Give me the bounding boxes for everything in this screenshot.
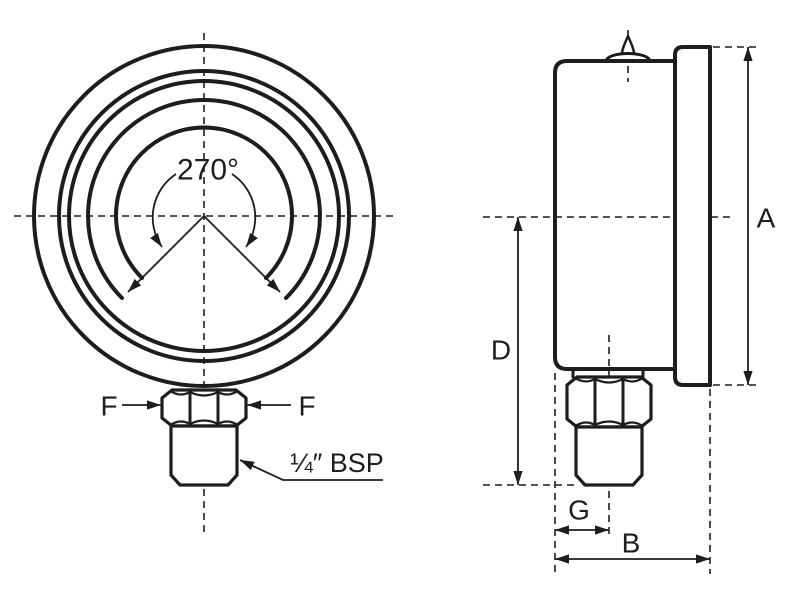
side-thread-stem	[574, 425, 644, 487]
window-ring-circle	[67, 79, 341, 353]
case-rim-circle	[32, 44, 376, 388]
front-view: 270° F F ¼″ BSP	[14, 33, 393, 537]
dim-d-label: D	[491, 335, 511, 366]
flat-label-right: F	[298, 391, 315, 422]
thread-size-label: ¼″ BSP	[290, 448, 384, 478]
bezel-ring-circle	[57, 69, 351, 363]
thread-leader-line	[239, 459, 383, 481]
dial-inner-arc	[114, 125, 294, 280]
side-hex-bottom-chamfer-arcs	[575, 420, 643, 427]
front-hex-top-chamfer-arcs	[170, 390, 238, 397]
dial-outer-arc	[86, 98, 322, 300]
sweep-angle-label: 270°	[177, 154, 239, 187]
sweep-limit-arrow-left	[127, 215, 205, 293]
dim-g-label: G	[568, 495, 590, 526]
side-hex-top-chamfer-arcs	[575, 377, 643, 384]
bezel-flange	[673, 45, 712, 387]
front-thread-stem	[169, 424, 239, 487]
front-hex-nut	[160, 388, 248, 428]
dim-b-label: B	[622, 528, 641, 559]
case-body	[553, 59, 677, 371]
flat-label-left: F	[100, 391, 117, 422]
dim-a-label: A	[757, 203, 776, 234]
front-hex-bottom-chamfer-arcs	[170, 419, 238, 426]
side-hex-nut	[565, 375, 653, 429]
sweep-limit-arrow-right	[203, 215, 281, 293]
sweep-curved-arrow-left	[150, 173, 177, 248]
side-view: A D G B	[483, 30, 776, 574]
valve-spike	[620, 34, 636, 56]
sweep-curved-arrow-right	[231, 173, 258, 248]
